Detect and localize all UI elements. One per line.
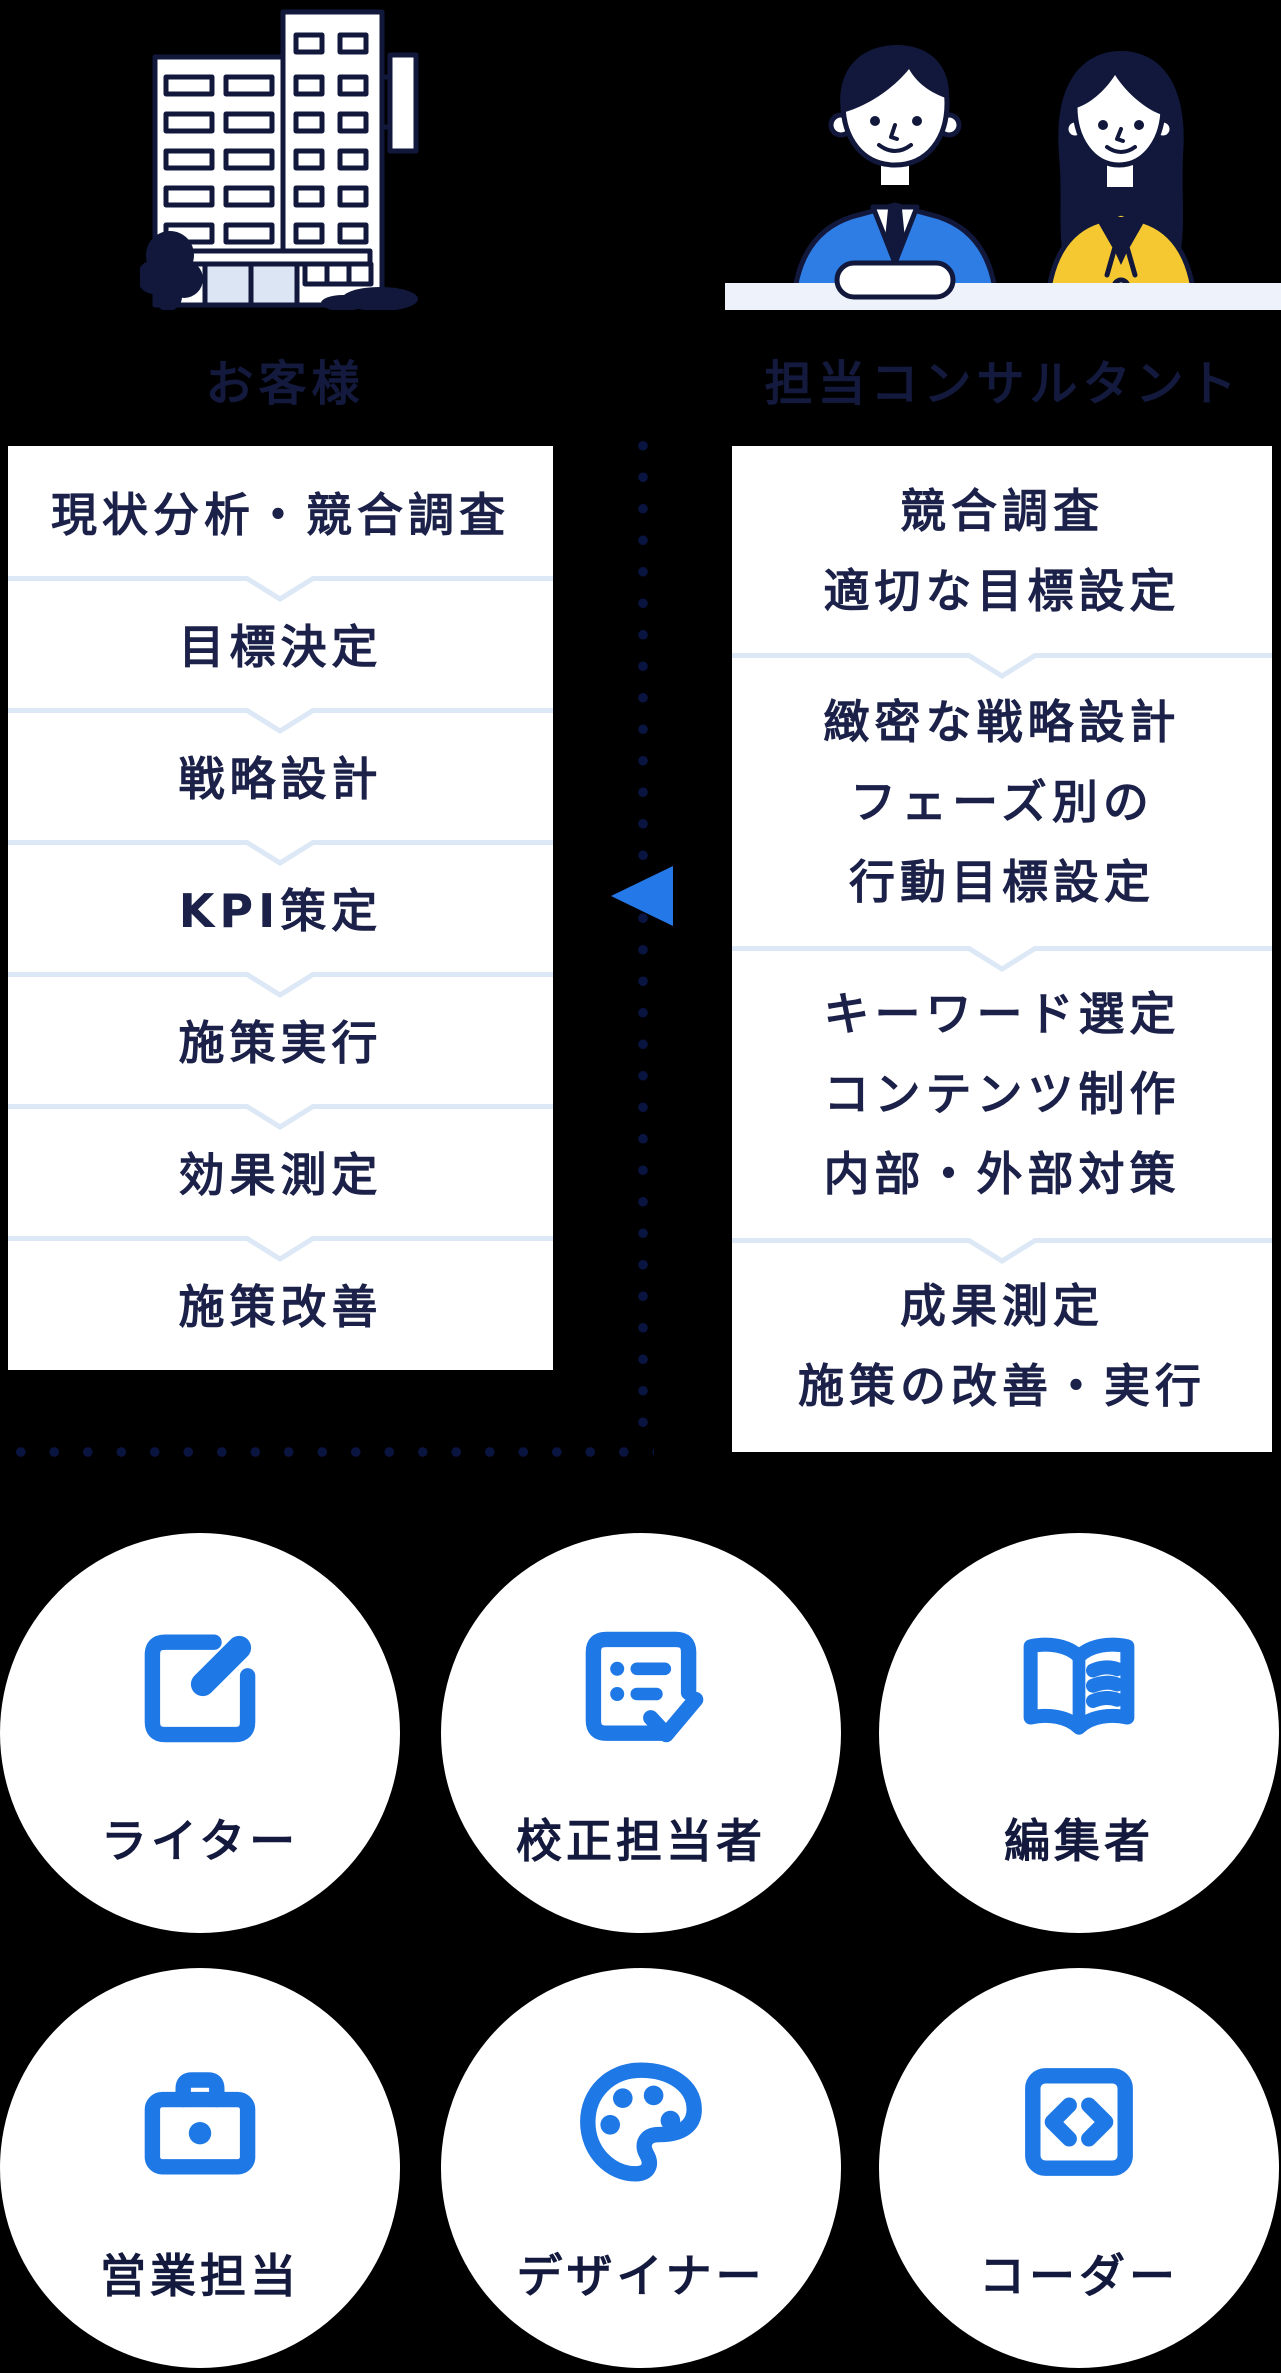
desk	[725, 283, 1281, 310]
member-circle-coder: コーダー	[879, 1968, 1279, 2368]
consultant-step: 成果測定 施策の改善・実行	[732, 1240, 1272, 1452]
folded-hands	[834, 260, 956, 300]
consultant-step-line: 成果測定	[900, 1279, 1104, 1333]
customer-step: 現状分析・競合調査	[51, 488, 510, 542]
consultant-steps-box: 競合調査 適切な目標設定 緻密な戦略設計 フェーズ別の 行動目標設定 キーワード…	[732, 446, 1272, 1452]
consultant-step-line: キーワード選定	[823, 987, 1181, 1041]
two-consultants-illustration	[725, 45, 1281, 310]
consultant-step-line: コンテンツ制作	[823, 1067, 1181, 1121]
tree-and-bush	[140, 231, 418, 310]
consultant-step-line: 適切な目標設定	[823, 563, 1181, 618]
female-consultant	[1044, 51, 1198, 310]
member-label: ライター	[100, 1814, 300, 1868]
consultant-step: 競合調査 適切な目標設定	[732, 446, 1272, 655]
consultant-step-line: 行動目標設定	[849, 854, 1155, 909]
code-brackets-icon	[1025, 2068, 1133, 2176]
consultant-step-line: 内部・外部対策	[823, 1147, 1181, 1201]
member-label: 編集者	[1004, 1814, 1154, 1868]
consultant-step-line: フェーズ別の	[850, 774, 1154, 829]
customer-step: 施策改善	[178, 1280, 383, 1334]
member-label: デザイナー	[516, 2249, 766, 2303]
dotted-connector-vertical	[638, 430, 648, 1438]
member-circle-proofreader: 校正担当者	[441, 1533, 841, 1933]
customer-label: お客様	[205, 356, 365, 412]
member-circle-writer: ライター	[0, 1533, 400, 1933]
customer-step: 効果測定	[178, 1148, 383, 1202]
consultant-step: キーワード選定 コンテンツ制作 内部・外部対策	[732, 948, 1272, 1240]
member-label: 営業担当	[100, 2249, 300, 2303]
customer-step: 施策実行	[178, 1016, 383, 1070]
palette-icon	[580, 2062, 702, 2182]
member-circle-sales: 営業担当	[0, 1968, 400, 2368]
member-label: 校正担当者	[516, 1814, 766, 1868]
open-book-icon	[1023, 1637, 1135, 1735]
customer-step: KPI策定	[178, 884, 383, 938]
consultant-step-line: 緻密な戦略設計	[823, 694, 1181, 749]
consultant-step-line: 施策の改善・実行	[798, 1359, 1206, 1413]
consultant-label: 担当コンサルタント	[764, 356, 1242, 412]
briefcase-icon	[144, 2072, 256, 2175]
dotted-connector-horizontal	[4, 1447, 654, 1457]
member-label: コーダー	[979, 2249, 1179, 2303]
consultant-step-line: 競合調査	[900, 483, 1104, 538]
customer-steps-box: 現状分析・競合調査 目標決定 戦略設計 KPI策定 施策実行 効果測定 施策改善	[8, 446, 553, 1370]
member-circle-designer: デザイナー	[441, 1968, 841, 2368]
customer-step: 目標決定	[178, 620, 383, 674]
checklist-check-icon	[585, 1631, 704, 1743]
customer-step: 戦略設計	[178, 752, 383, 806]
office-building-illustration	[140, 9, 419, 310]
member-circle-editor: 編集者	[879, 1533, 1279, 1933]
edit-pencil-icon	[144, 1634, 256, 1743]
left-arrow-icon	[611, 866, 673, 926]
consultant-step: 緻密な戦略設計 フェーズ別の 行動目標設定	[732, 655, 1272, 948]
